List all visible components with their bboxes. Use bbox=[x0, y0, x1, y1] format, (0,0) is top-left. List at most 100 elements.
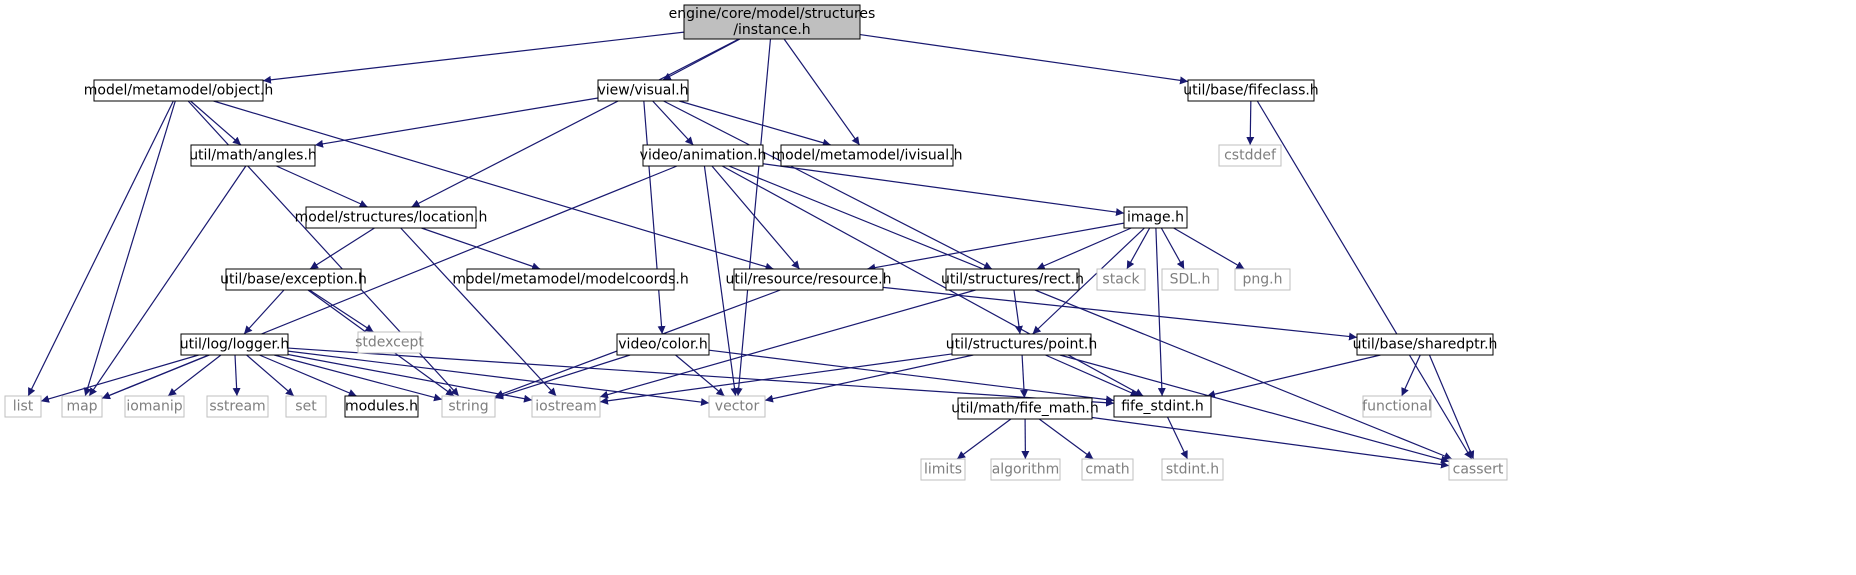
node-label-modelcoords: model/metamodel/modelcoords.h bbox=[452, 272, 688, 288]
node-box-stdint bbox=[1161, 458, 1224, 481]
node-box-point bbox=[951, 333, 1092, 356]
node-stack: stack bbox=[1096, 268, 1146, 291]
node-list: list bbox=[4, 395, 42, 418]
node-label-exception: util/base/exception.h bbox=[220, 272, 367, 288]
node-fifeclass[interactable]: util/base/fifeclass.h bbox=[1183, 79, 1319, 102]
node-rect[interactable]: util/structures/rect.h bbox=[941, 268, 1084, 291]
node-label-angles: util/math/angles.h bbox=[189, 148, 317, 164]
edge-point-to-iostream bbox=[599, 353, 953, 405]
edge-rect-to-point bbox=[1013, 289, 1023, 335]
node-box-iostream bbox=[531, 395, 601, 418]
node-label-stack: stack bbox=[1102, 272, 1140, 288]
node-iomanip: iomanip bbox=[124, 395, 185, 418]
node-label-visual: view/visual.h bbox=[597, 83, 688, 99]
node-algorithm: algorithm bbox=[990, 458, 1061, 481]
node-box-list bbox=[4, 395, 42, 418]
node-box-cmath bbox=[1081, 458, 1134, 481]
edge-visual-to-color bbox=[643, 100, 666, 335]
node-exception[interactable]: util/base/exception.h bbox=[220, 268, 367, 291]
edge-fifeclass-to-cstddef bbox=[1246, 100, 1255, 146]
node-box-rect bbox=[945, 268, 1080, 291]
node-label-sdl: SDL.h bbox=[1170, 272, 1211, 288]
node-modules[interactable]: modules.h bbox=[344, 395, 419, 418]
node-box-animation bbox=[642, 144, 764, 167]
node-image[interactable]: image.h bbox=[1123, 206, 1188, 229]
edge-logger-to-vector bbox=[287, 350, 710, 407]
node-map: map bbox=[61, 395, 103, 418]
node-box-sdl bbox=[1161, 268, 1219, 291]
node-label-algorithm: algorithm bbox=[992, 462, 1060, 478]
node-box-fifeclass bbox=[1187, 79, 1315, 102]
node-angles[interactable]: util/math/angles.h bbox=[189, 144, 317, 167]
node-box-instance bbox=[683, 4, 861, 40]
node-color[interactable]: video/color.h bbox=[616, 333, 710, 356]
edge-animation-to-fife_stdint bbox=[721, 165, 1144, 397]
edge-object-to-map bbox=[83, 100, 176, 397]
edge-logger-to-modules bbox=[259, 354, 357, 397]
node-point[interactable]: util/structures/point.h bbox=[946, 333, 1097, 356]
node-box-functional bbox=[1362, 395, 1432, 418]
node-ivisual[interactable]: model/metamodel/ivisual.h bbox=[772, 144, 963, 167]
node-object[interactable]: model/metamodel/object.h bbox=[84, 79, 273, 102]
edge-animation-to-resource bbox=[711, 165, 801, 270]
edge-image-to-stack bbox=[1126, 227, 1151, 270]
edge-visual-to-ivisual bbox=[679, 100, 831, 147]
node-animation[interactable]: video/animation.h bbox=[640, 144, 767, 167]
edge-image-to-point bbox=[1032, 227, 1145, 335]
node-box-sstream bbox=[206, 395, 269, 418]
node-limits: limits bbox=[920, 458, 966, 481]
node-label-png: png.h bbox=[1243, 272, 1283, 288]
node-location[interactable]: model/structures/location.h bbox=[295, 206, 488, 229]
node-fife_stdint[interactable]: fife_stdint.h bbox=[1113, 395, 1212, 418]
nodes-layer: engine/core/model/structures/instance.h m… bbox=[4, 4, 1508, 481]
node-label-point: util/structures/point.h bbox=[946, 337, 1097, 353]
node-label-ivisual: model/metamodel/ivisual.h bbox=[772, 148, 963, 164]
node-sharedptr[interactable]: util/base/sharedptr.h bbox=[1353, 333, 1498, 356]
node-box-image bbox=[1123, 206, 1188, 229]
edge-logger-to-iostream bbox=[287, 353, 533, 403]
edge-logger-to-sstream bbox=[232, 354, 241, 397]
edge-point-to-cassert bbox=[1059, 354, 1450, 464]
edge-logger-to-iomanip bbox=[167, 354, 222, 397]
node-logger[interactable]: util/log/logger.h bbox=[180, 333, 290, 356]
edge-angles-to-location bbox=[276, 165, 368, 208]
node-visual[interactable]: view/visual.h bbox=[597, 79, 689, 102]
node-box-fife_math bbox=[957, 397, 1093, 420]
edge-angles-to-map bbox=[88, 165, 247, 397]
edge-sharedptr-to-functional bbox=[1401, 354, 1421, 397]
node-modelcoords[interactable]: model/metamodel/modelcoords.h bbox=[452, 268, 689, 291]
edge-logger-to-string bbox=[273, 354, 443, 402]
edge-location-to-modelcoords bbox=[421, 227, 541, 271]
node-fife_math[interactable]: util/math/fife_math.h bbox=[951, 397, 1099, 420]
node-label-fifeclass: util/base/fifeclass.h bbox=[1183, 83, 1318, 99]
edge-exception-to-stdexcept bbox=[309, 289, 374, 333]
edge-instance-to-object bbox=[262, 31, 685, 84]
node-label-cstddef: cstddef bbox=[1224, 148, 1277, 164]
node-box-string bbox=[441, 395, 496, 418]
node-resource[interactable]: util/resource/resource.h bbox=[725, 268, 892, 291]
edge-image-to-rect bbox=[1036, 227, 1132, 270]
edge-logger-to-map bbox=[101, 354, 209, 400]
edge-point-to-fife_math bbox=[1019, 354, 1028, 399]
node-box-modelcoords bbox=[466, 268, 675, 291]
node-box-png bbox=[1234, 268, 1291, 291]
node-box-resource bbox=[733, 268, 884, 291]
edge-instance-to-visual bbox=[662, 38, 741, 81]
edge-fife_math-to-cassert bbox=[1091, 416, 1450, 469]
node-box-stdexcept bbox=[357, 331, 422, 354]
node-set: set bbox=[285, 395, 327, 418]
node-box-cstddef bbox=[1218, 144, 1282, 167]
edge-animation-to-image bbox=[762, 163, 1125, 217]
node-instance[interactable]: engine/core/model/structures/instance.h bbox=[669, 4, 876, 40]
edge-resource-to-sharedptr bbox=[882, 286, 1358, 341]
node-sstream: sstream bbox=[206, 395, 269, 418]
node-box-logger bbox=[180, 333, 289, 356]
node-label-rect: util/structures/rect.h bbox=[941, 272, 1084, 288]
edge-color-to-fife_stdint bbox=[708, 349, 1115, 404]
node-label-object: model/metamodel/object.h bbox=[84, 83, 273, 99]
node-label-location: model/structures/location.h bbox=[295, 210, 488, 226]
edge-sharedptr-to-cassert bbox=[1428, 354, 1475, 460]
edge-visual-to-rect bbox=[663, 100, 993, 270]
edges-layer bbox=[27, 31, 1475, 469]
